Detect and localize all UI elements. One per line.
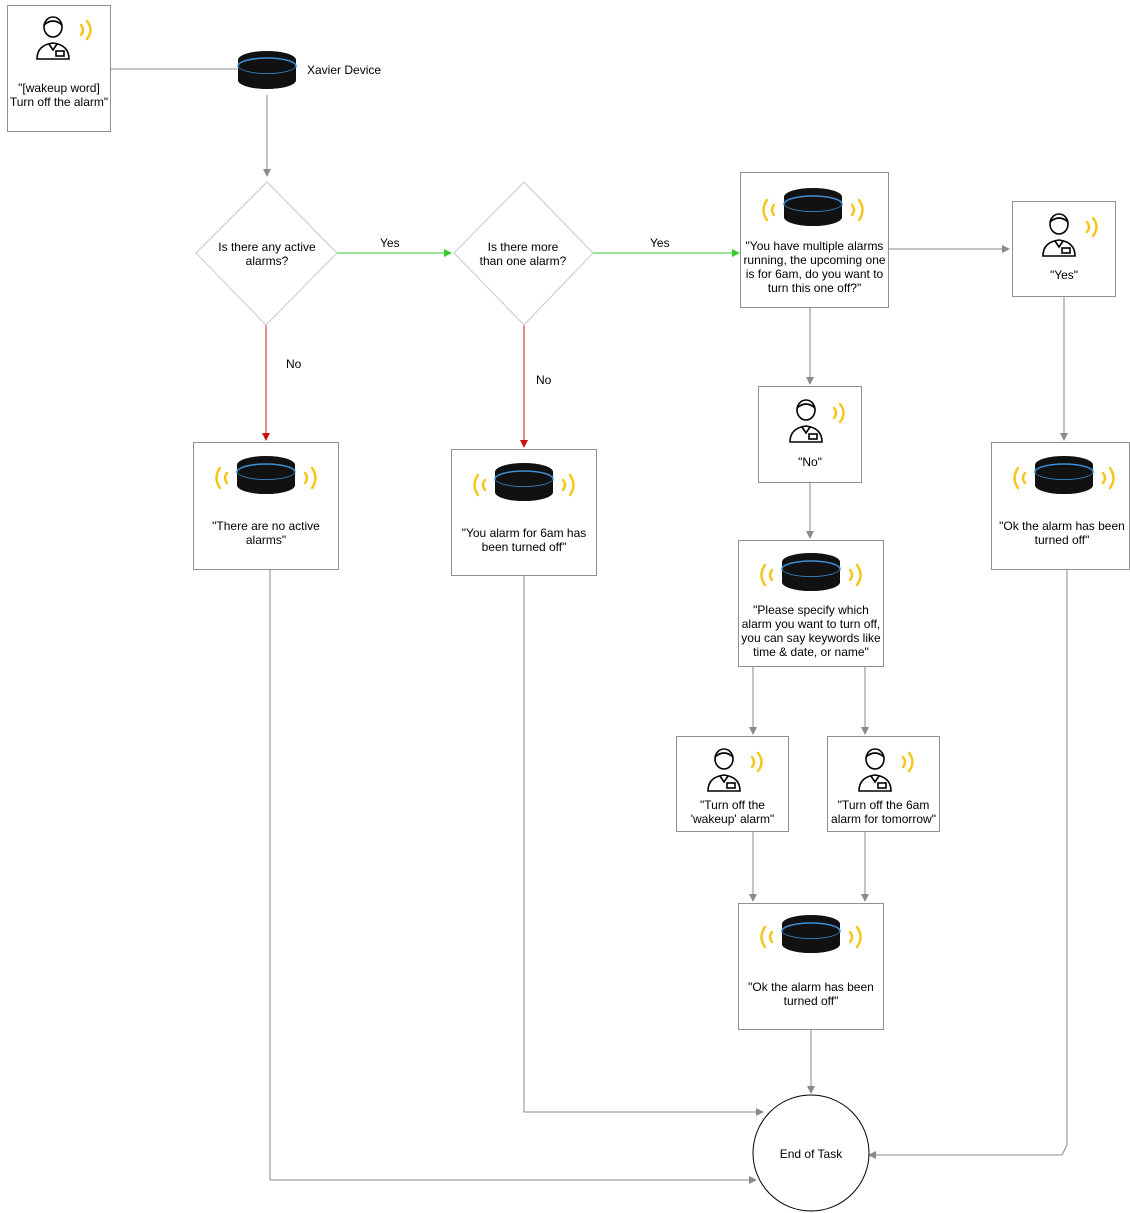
- turned-off-6am-text: "You alarm for 6am has been turned off": [461, 526, 587, 554]
- edge-label-yes-1: Yes: [380, 236, 400, 250]
- user-icon: [856, 745, 922, 800]
- user-yes-text: "Yes": [1049, 268, 1079, 282]
- edge-label-no-2: No: [536, 373, 552, 387]
- device-icon: [236, 50, 298, 97]
- user-wakeup-box: [7, 5, 111, 132]
- user-wakeup-alarm-text: "Turn off the 'wakeup' alarm": [690, 798, 775, 826]
- device-speaking-icon: [210, 455, 322, 506]
- device-speaking-icon: [468, 462, 580, 513]
- user-icon: [705, 745, 771, 800]
- user-icon: [1040, 210, 1106, 265]
- user-icon: [787, 396, 853, 451]
- specify-box: [738, 540, 884, 667]
- end-circle: [752, 1094, 870, 1212]
- edge-turnedoff-end: [523, 576, 764, 1116]
- device-speaking-icon: [757, 187, 869, 238]
- specify-text: "Please specify which alarm you want to …: [741, 603, 881, 659]
- device-speaking-icon: [755, 914, 867, 965]
- user-icon: [34, 13, 100, 68]
- multi-alarms-text: "You have multiple alarms running, the u…: [743, 239, 886, 295]
- device-speaking-icon: [1008, 455, 1120, 506]
- decision-more-than-one-text: Is there more than one alarm?: [479, 240, 567, 268]
- decision-more-than-one-shape: [453, 181, 594, 326]
- edge-okright-end: [868, 570, 1068, 1159]
- device-speaking-icon: [755, 552, 867, 603]
- edge-noactive-end: [269, 570, 757, 1184]
- decision-active-alarms-text: Is there any active alarms?: [218, 240, 316, 268]
- device-label: Xavier Device: [307, 63, 382, 77]
- ok-right-text: "Ok the alarm has been turned off": [999, 519, 1125, 547]
- end-of-task-label: End of Task: [779, 1147, 843, 1161]
- edge-label-yes-2: Yes: [650, 236, 670, 250]
- user-wakeup-alarm-box: [676, 736, 789, 832]
- user-6am-box: [827, 736, 940, 832]
- user-yes-box: [1012, 201, 1116, 297]
- user-6am-text: "Turn off the 6am alarm for tomorrow": [831, 798, 936, 826]
- user-wakeup-text: "[wakeup word] Turn off the alarm": [9, 81, 109, 109]
- decision-active-alarms-shape: [195, 181, 338, 326]
- edge-label-no-1: No: [286, 357, 302, 371]
- ok-bottom-text: "Ok the alarm has been turned off": [748, 980, 874, 1008]
- no-active-text: "There are no active alarms": [212, 519, 320, 547]
- user-no-text: "No": [798, 455, 822, 469]
